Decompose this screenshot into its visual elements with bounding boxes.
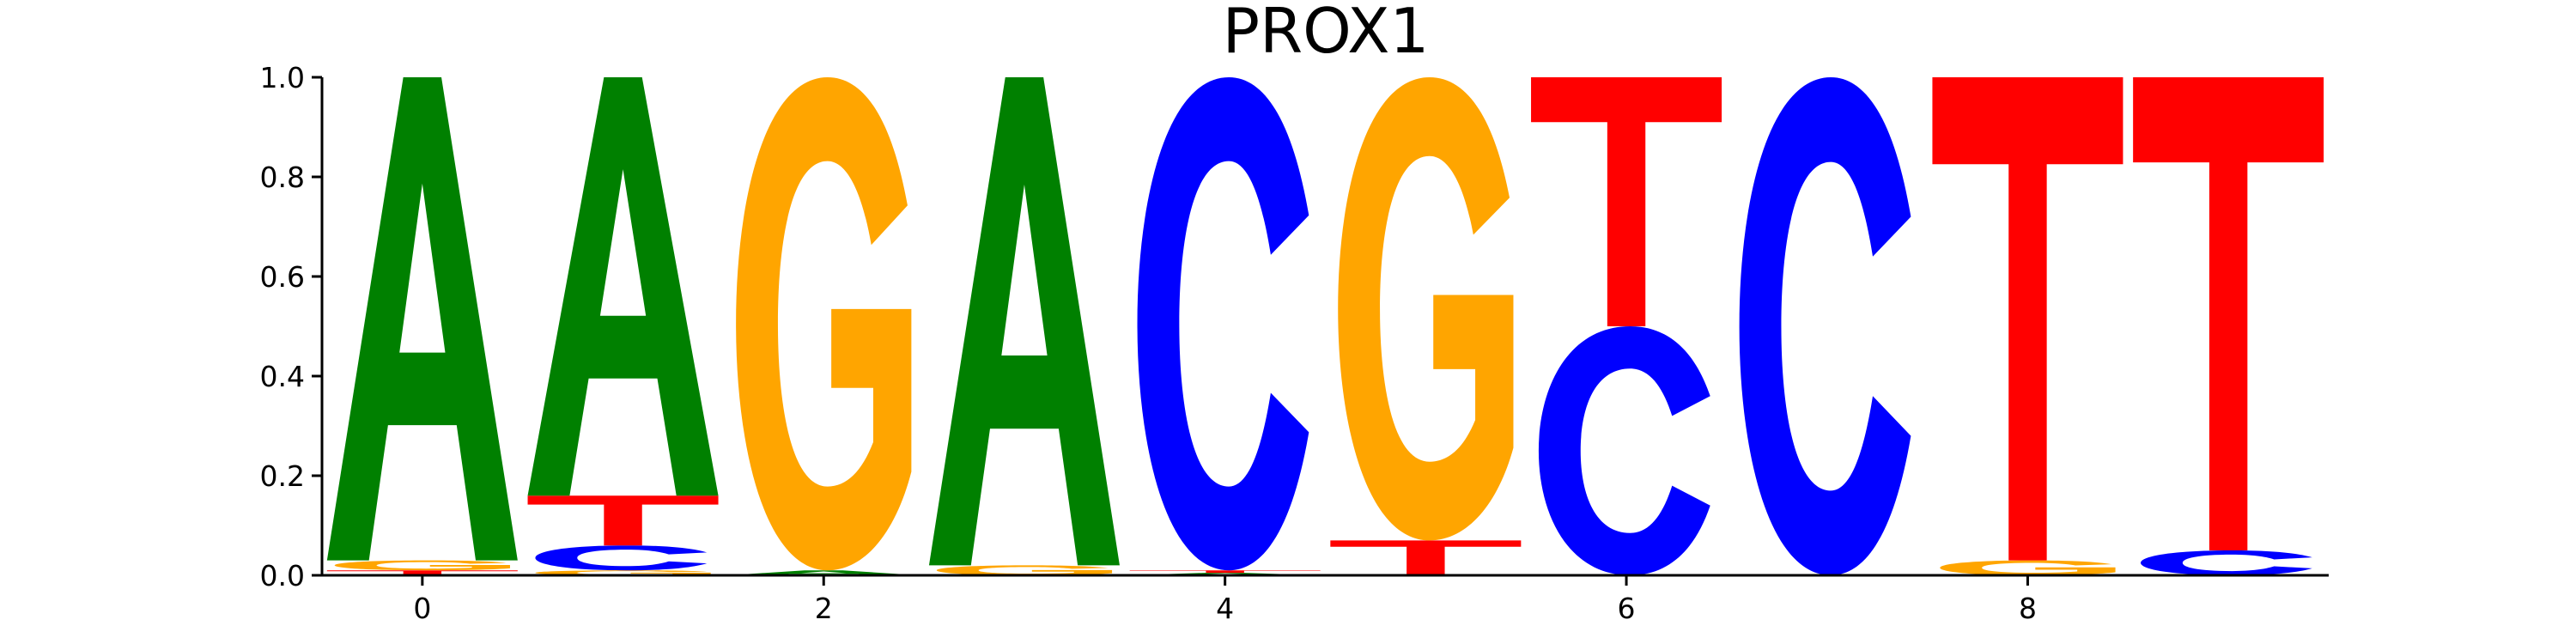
- x-tick-label: 2: [815, 592, 833, 625]
- y-tick-label: 0.4: [260, 360, 305, 393]
- letter-T-pos-5: [1330, 540, 1522, 575]
- letter-C-pos-9: [2141, 550, 2312, 575]
- letter-T-pos-0: [326, 570, 518, 575]
- letter-C-pos-1: [535, 545, 708, 571]
- letter-T-pos-4: [1129, 570, 1321, 574]
- letter-T-pos-8: [1932, 77, 2123, 561]
- x-tick-label: 4: [1216, 592, 1234, 625]
- letter-G-pos-0: [334, 560, 510, 571]
- x-tick-label: 6: [1618, 592, 1636, 625]
- letter-A-pos-3: [928, 77, 1120, 566]
- logo-letters: [326, 77, 2324, 575]
- y-tick-label: 0.0: [260, 559, 305, 592]
- x-tick-label: 0: [413, 592, 431, 625]
- letter-A-pos-0: [326, 77, 518, 561]
- y-tick-label: 0.6: [260, 260, 305, 294]
- letter-C-pos-7: [1739, 77, 1911, 575]
- letter-G-pos-5: [1338, 77, 1514, 541]
- letter-T-pos-6: [1531, 77, 1722, 326]
- letter-G-pos-8: [1940, 560, 2116, 575]
- letter-T-pos-9: [2133, 77, 2324, 550]
- letter-T-pos-1: [527, 495, 719, 546]
- y-tick-label: 0.8: [260, 161, 305, 194]
- axes: 0.0 0.2 0.4 0.6 0.8 1.0 0 2 4 6 8: [260, 61, 2329, 625]
- y-tick-label: 0.2: [260, 459, 305, 493]
- letter-C-pos-4: [1137, 77, 1309, 571]
- letter-G-pos-2: [736, 77, 912, 571]
- chart-title: PROX1: [1223, 0, 1430, 67]
- letter-A-pos-1: [527, 77, 719, 496]
- y-tick-label: 1.0: [260, 61, 305, 94]
- letter-G-pos-3: [936, 565, 1113, 575]
- x-tick-label: 8: [2019, 592, 2037, 625]
- letter-C-pos-6: [1538, 326, 1710, 575]
